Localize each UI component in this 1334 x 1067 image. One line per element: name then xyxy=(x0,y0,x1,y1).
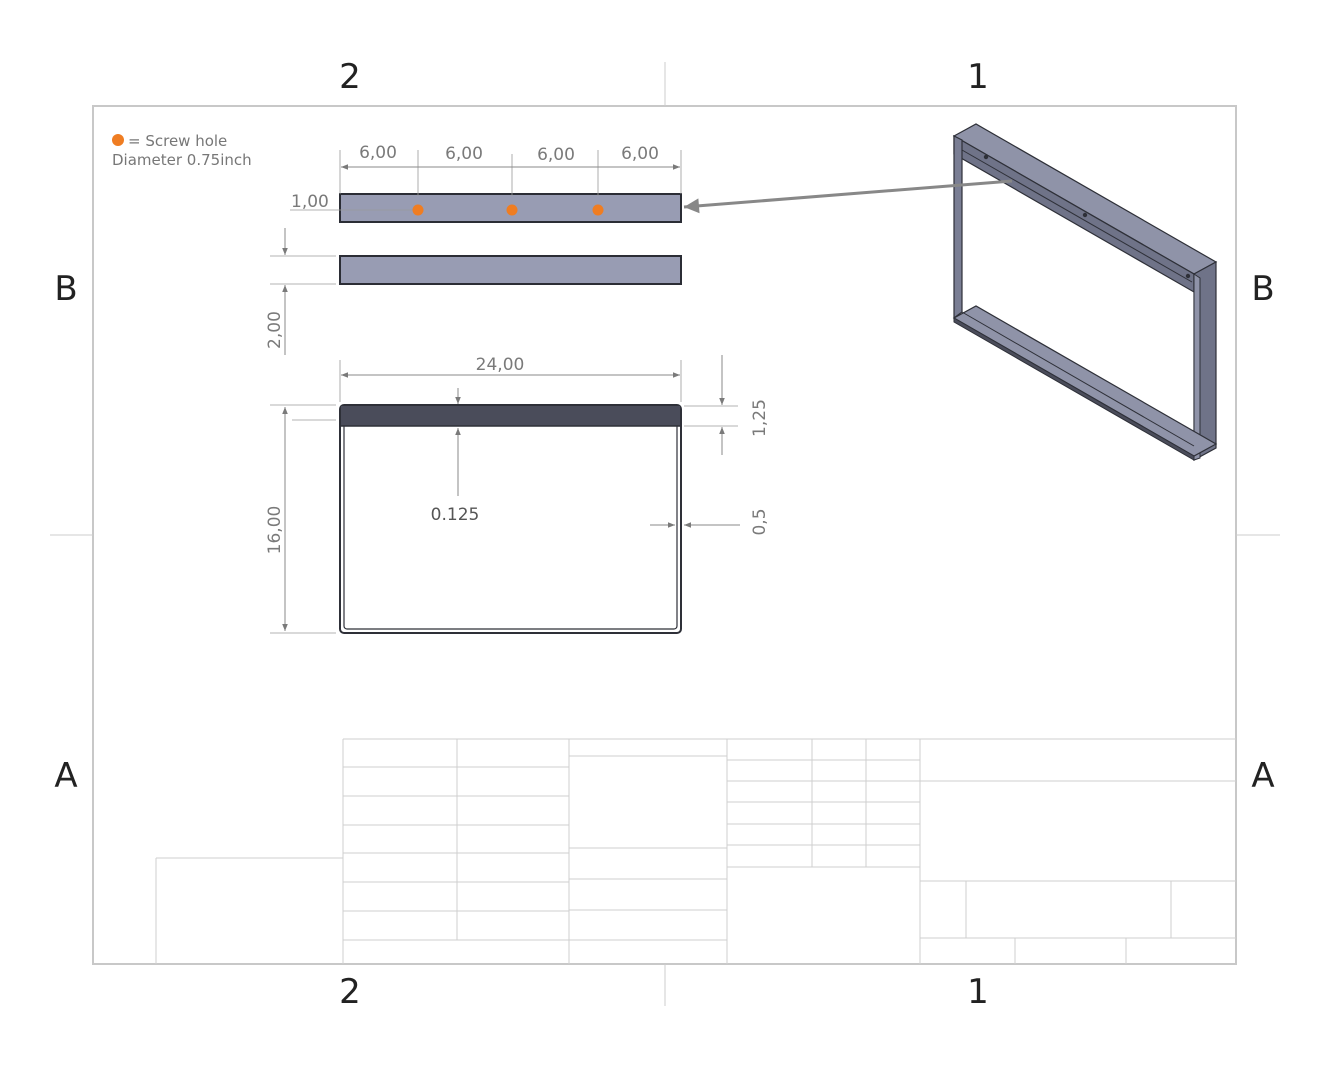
screw-hole-2 xyxy=(506,204,518,216)
iso-screw-hole-3 xyxy=(1185,273,1191,279)
dim-spacing-4: 6,00 xyxy=(621,144,659,164)
iso-screw-hole-2 xyxy=(1082,212,1088,218)
zone-label-right-a: A xyxy=(1251,756,1274,796)
side-bar-view xyxy=(339,255,682,285)
callout-arrow xyxy=(683,179,1013,214)
legend-screw-dot xyxy=(112,134,124,146)
zone-label-right-b: B xyxy=(1251,269,1274,309)
front-view-frame xyxy=(339,404,682,634)
dim-thickness: 0.125 xyxy=(431,505,480,525)
dim-hole-offset: 1,00 xyxy=(291,192,329,212)
front-view-top-band xyxy=(341,406,680,426)
zone-label-top-1: 1 xyxy=(967,57,989,97)
dim-top-band: 1,25 xyxy=(750,399,770,437)
zone-label-bottom-2: 2 xyxy=(339,972,361,1012)
screw-hole-3 xyxy=(592,204,604,216)
isometric-frame xyxy=(952,123,1218,462)
legend-screw-label: = Screw hole xyxy=(128,132,227,150)
zone-label-bottom-1: 1 xyxy=(967,972,989,1012)
legend-diameter-label: Diameter 0.75inch xyxy=(112,151,252,169)
dim-wall: 0,5 xyxy=(750,508,770,535)
screw-hole-1 xyxy=(412,204,424,216)
dim-spacing-2: 6,00 xyxy=(445,144,483,164)
zone-label-top-2: 2 xyxy=(339,57,361,97)
dim-spacing-1: 6,00 xyxy=(359,143,397,163)
title-block xyxy=(155,738,1236,964)
zone-label-left-b: B xyxy=(54,269,77,309)
dim-spacing-3: 6,00 xyxy=(537,145,575,165)
dim-width: 24,00 xyxy=(476,355,525,375)
dim-height: 16,00 xyxy=(265,506,285,555)
dim-bar-height: 2,00 xyxy=(265,311,285,349)
zone-label-left-a: A xyxy=(54,756,77,796)
iso-screw-hole-1 xyxy=(983,154,989,160)
